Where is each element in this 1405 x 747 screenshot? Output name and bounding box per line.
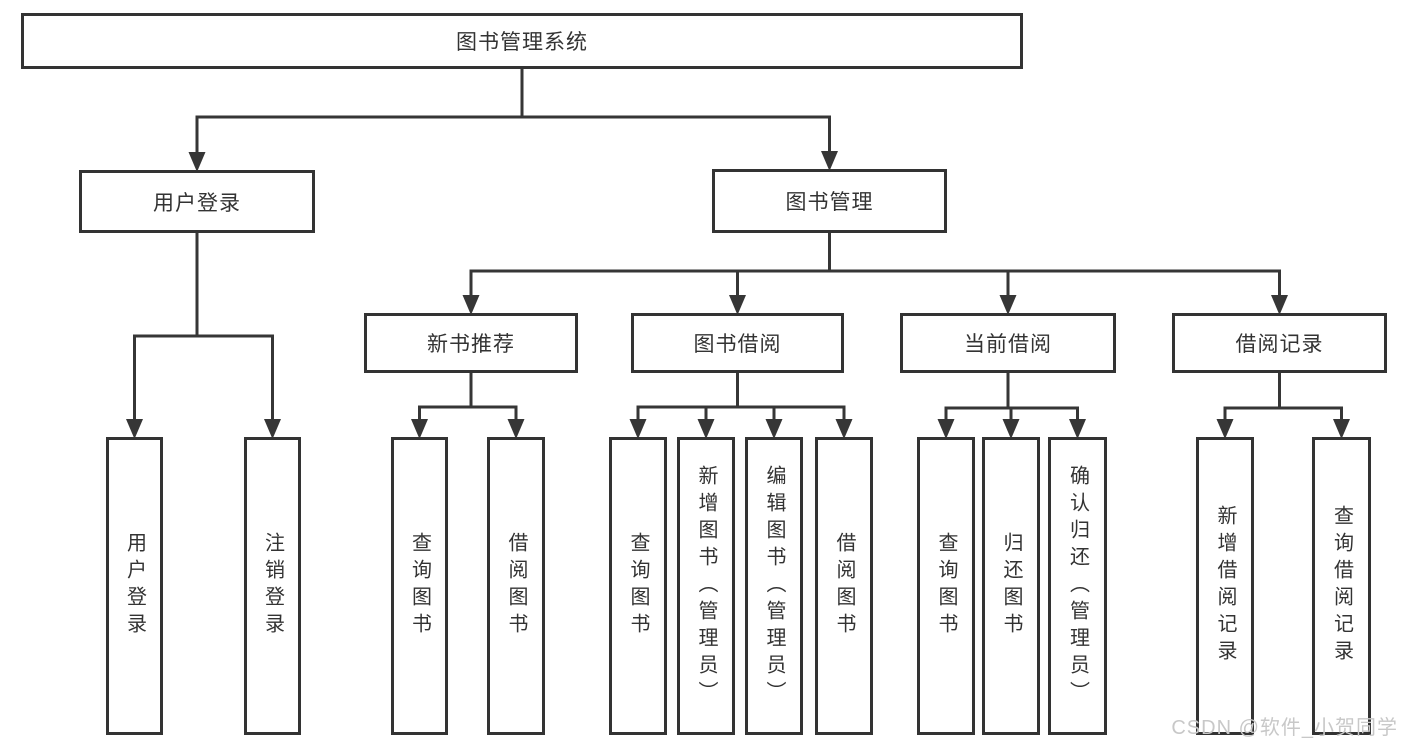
node-label-bb-edit: 编辑图书（管理员） <box>763 464 785 708</box>
watermark: CSDN @软件_小贺同学 <box>1171 717 1398 739</box>
node-label-book-mgmt: 图书管理 <box>785 191 874 214</box>
diagram-node-cb-query: 查询图书 <box>917 437 975 735</box>
diagram-node-rec-borrow: 借阅图书 <box>487 437 545 735</box>
diagram-node-br-add: 新增借阅记录 <box>1196 437 1254 735</box>
diagram-node-br-query: 查询借阅记录 <box>1312 437 1371 735</box>
diagram-node-bb-borrow: 借阅图书 <box>815 437 873 735</box>
node-label-rec-query: 查询图书 <box>408 532 431 640</box>
diagram-node-book-mgmt: 图书管理 <box>712 169 947 233</box>
node-label-logout-op: 注销登录 <box>261 532 284 640</box>
diagram-node-logout-op: 注销登录 <box>244 437 301 735</box>
node-label-rec-borrow: 借阅图书 <box>505 532 527 640</box>
diagram-node-user-login: 用户登录 <box>79 170 315 233</box>
diagram-node-bb-add: 新增图书（管理员） <box>677 437 735 735</box>
node-label-cb-return: 归还图书 <box>1000 532 1022 640</box>
diagram-node-rec-query: 查询图书 <box>391 437 448 735</box>
diagram-node-cb-confirm: 确认归还（管理员） <box>1048 437 1107 735</box>
node-label-bb-borrow: 借阅图书 <box>833 532 855 640</box>
diagram-node-current-borrow: 当前借阅 <box>900 313 1116 373</box>
node-label-login-op: 用户登录 <box>123 532 146 640</box>
diagram-node-bb-edit: 编辑图书（管理员） <box>745 437 803 735</box>
node-label-user-login: 用户登录 <box>153 191 241 215</box>
node-label-bb-query: 查询图书 <box>627 532 649 640</box>
node-label-book-borrow: 图书借阅 <box>693 333 782 356</box>
node-label-cb-confirm: 确认归还（管理员） <box>1066 464 1089 708</box>
node-label-bb-add: 新增图书（管理员） <box>695 464 717 708</box>
node-label-br-add: 新增借阅记录 <box>1214 505 1236 667</box>
node-label-root: 图书管理系统 <box>456 31 588 54</box>
diagram-node-login-op: 用户登录 <box>106 437 163 735</box>
diagram-node-bb-query: 查询图书 <box>609 437 667 735</box>
diagram-node-book-borrow: 图书借阅 <box>631 313 844 373</box>
node-label-borrow-records: 借阅记录 <box>1235 333 1324 356</box>
node-label-br-query: 查询借阅记录 <box>1330 505 1353 667</box>
diagram-node-borrow-records: 借阅记录 <box>1172 313 1387 373</box>
diagram-node-cb-return: 归还图书 <box>982 437 1040 735</box>
node-label-cb-query: 查询图书 <box>935 532 957 640</box>
node-label-current-borrow: 当前借阅 <box>964 333 1052 356</box>
diagram-node-new-book-rec: 新书推荐 <box>364 313 578 373</box>
diagram-node-root: 图书管理系统 <box>21 13 1023 69</box>
node-label-new-book-rec: 新书推荐 <box>427 333 515 356</box>
